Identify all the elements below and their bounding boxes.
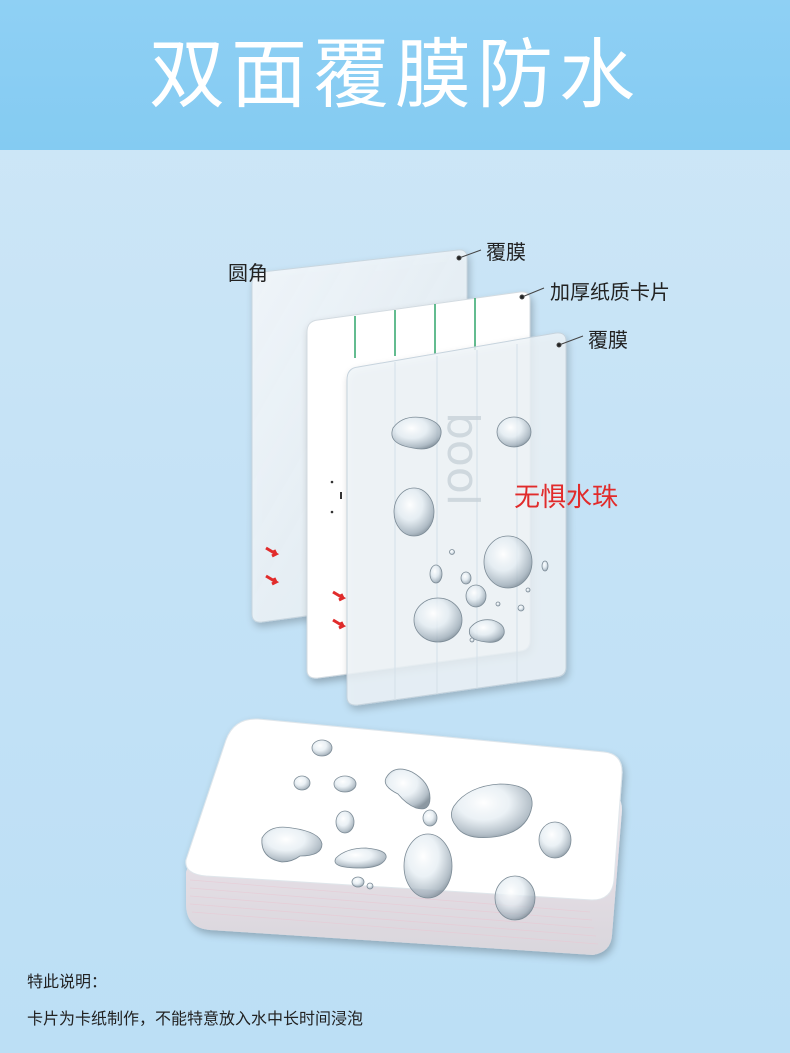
leader-lines [456,249,584,348]
water-drops-stack [261,739,572,921]
rounded-corner-label: 圆角 [228,261,268,285]
thick-card-label: 加厚纸质卡片 [550,280,670,304]
svg-text:bool: bool [437,412,488,506]
note-heading: 特此说明： [27,972,108,991]
note-text: 卡片为卡纸制作，不能特意放入水中长时间浸泡 [27,1009,364,1028]
arrow-icon [265,546,280,558]
bottom-film-layer [346,332,567,706]
arrow-icon [332,618,347,630]
arrow-icon [265,574,280,586]
card-layers-illustration: bool [185,249,623,955]
waterproof-label: 无惧水珠 [514,483,619,513]
water-drops-film [391,416,549,643]
top-film-label: 覆膜 [486,240,526,264]
guide-lines [354,298,476,358]
banner-title: 双面覆膜防水 [149,30,641,119]
bottom-film-label: 覆膜 [588,328,628,352]
arrow-icon [332,590,347,602]
title-banner: 双面覆膜防水 [0,0,790,150]
